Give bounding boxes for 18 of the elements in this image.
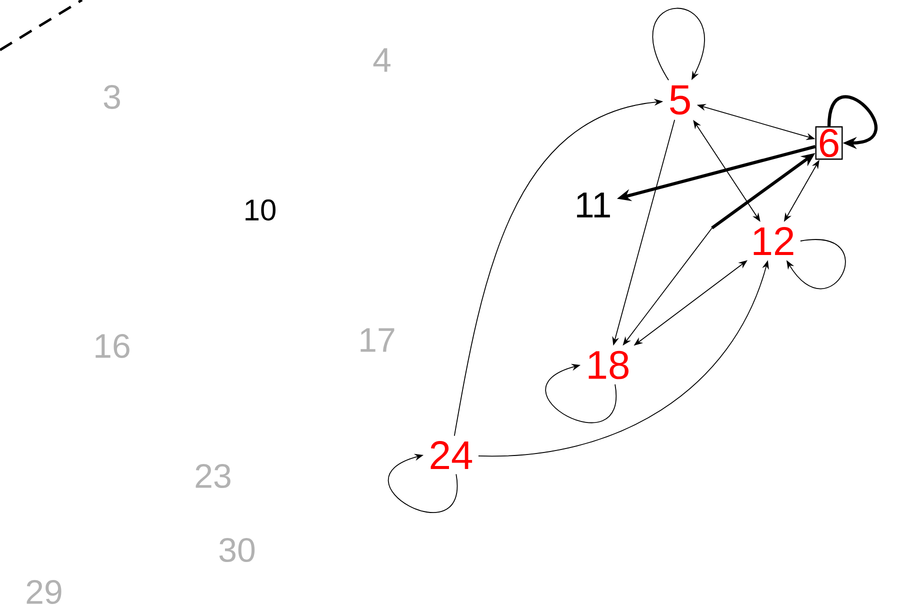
self-loop-arrow [827, 96, 878, 150]
node-label: 5 [670, 85, 690, 115]
node-label: 10 [246, 199, 276, 221]
self-loop-arrow [652, 8, 705, 81]
node-label: 24 [430, 441, 472, 469]
self-loop-arrow [545, 364, 616, 424]
node-label: 12 [754, 227, 794, 255]
node-label: 30 [219, 538, 255, 562]
boxed-node-label: 6 [815, 126, 843, 160]
node-label: 11 [577, 192, 610, 218]
node-label: 3 [104, 84, 120, 110]
node-label: 29 [26, 580, 62, 604]
node-label: 18 [588, 350, 628, 380]
self-loop-arrow [388, 454, 458, 514]
node-label: 16 [96, 334, 130, 358]
node-label: 17 [360, 328, 394, 352]
node-label: 4 [373, 48, 390, 72]
node-label: 23 [196, 464, 230, 488]
